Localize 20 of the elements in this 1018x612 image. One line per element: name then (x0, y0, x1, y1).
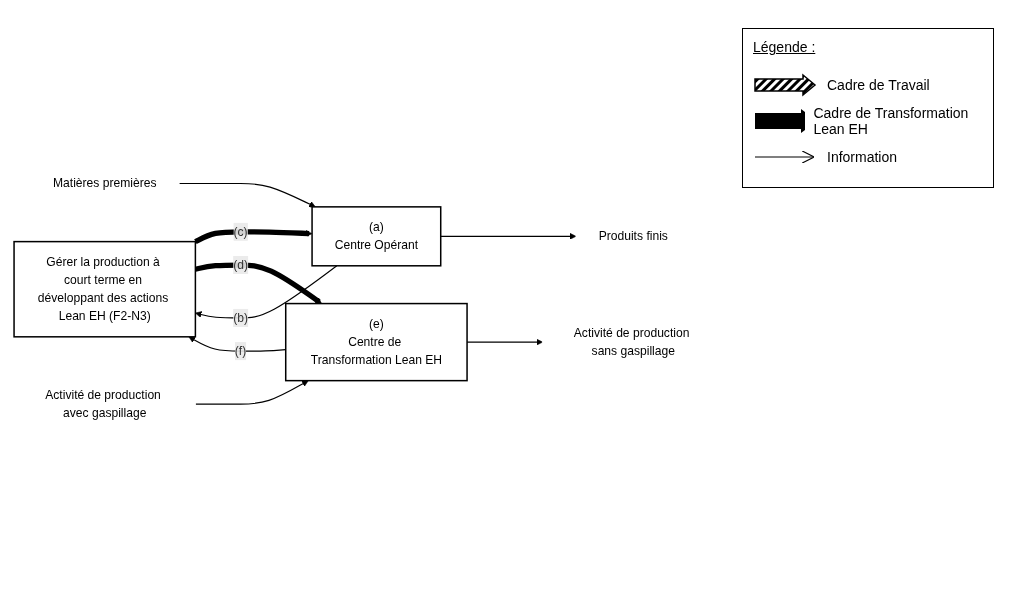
arrow (194, 380, 309, 405)
node-text: Produits finis (598, 229, 668, 243)
edge-label: (c) (233, 224, 248, 238)
arrow (440, 232, 577, 240)
node-text: Activité de production avec gaspillage (45, 387, 161, 419)
legend-label: Cadre de Travail (827, 77, 930, 93)
legend-label: Cadre de Transformation Lean EH (813, 105, 970, 137)
edge-label: (d) (233, 257, 248, 271)
node-text: Matières premières (52, 176, 157, 190)
legend-label: Information (827, 149, 898, 165)
legend-title: Légende : (753, 39, 816, 55)
node-box: Gérer la production à court terme en développant des actions Lean EH (F2-N3) (13, 240, 197, 338)
node-box: (a) Centre Opérant (311, 205, 442, 267)
node-box: (e) Centre de Transformation Lean EH (284, 302, 468, 382)
arrow (194, 228, 313, 244)
node-text: Activité de production sans gaspillage (573, 325, 690, 357)
arrow (178, 182, 316, 207)
edge-label: (f) (234, 344, 247, 357)
arrow (195, 264, 338, 319)
edge-label: (b) (233, 310, 248, 324)
